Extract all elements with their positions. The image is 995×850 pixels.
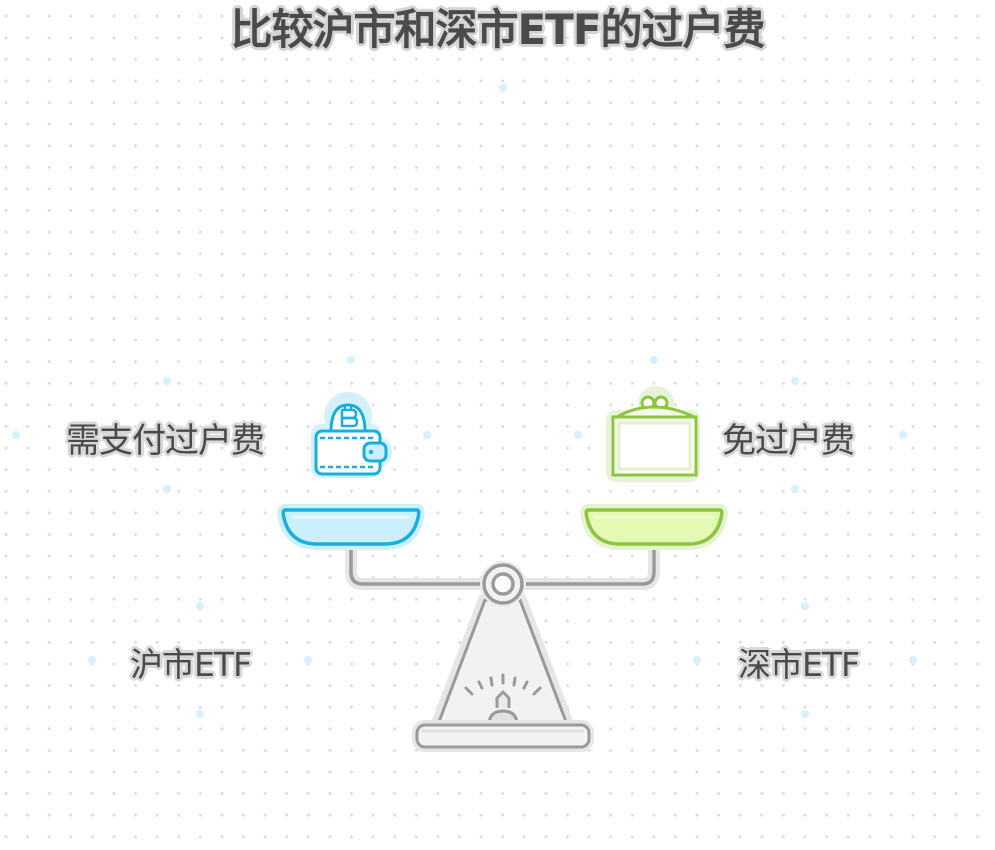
diagram-title: 比较沪市和深市ETF的过户费 — [230, 5, 765, 54]
right-fee-label: 免过户费 — [722, 421, 855, 461]
right-market-label: 深市ETF — [738, 645, 860, 684]
bitcoin-wallet-icon — [311, 392, 392, 478]
left-market-label: 沪市ETF — [130, 645, 252, 684]
left-fee-label: 需支付过户费 — [66, 421, 265, 461]
right-scale-pan — [580, 504, 728, 550]
coin-purse-icon — [606, 386, 700, 482]
decorative-dots — [12, 84, 917, 718]
left-scale-pan — [277, 504, 425, 550]
balance-scale-icon — [412, 561, 594, 752]
